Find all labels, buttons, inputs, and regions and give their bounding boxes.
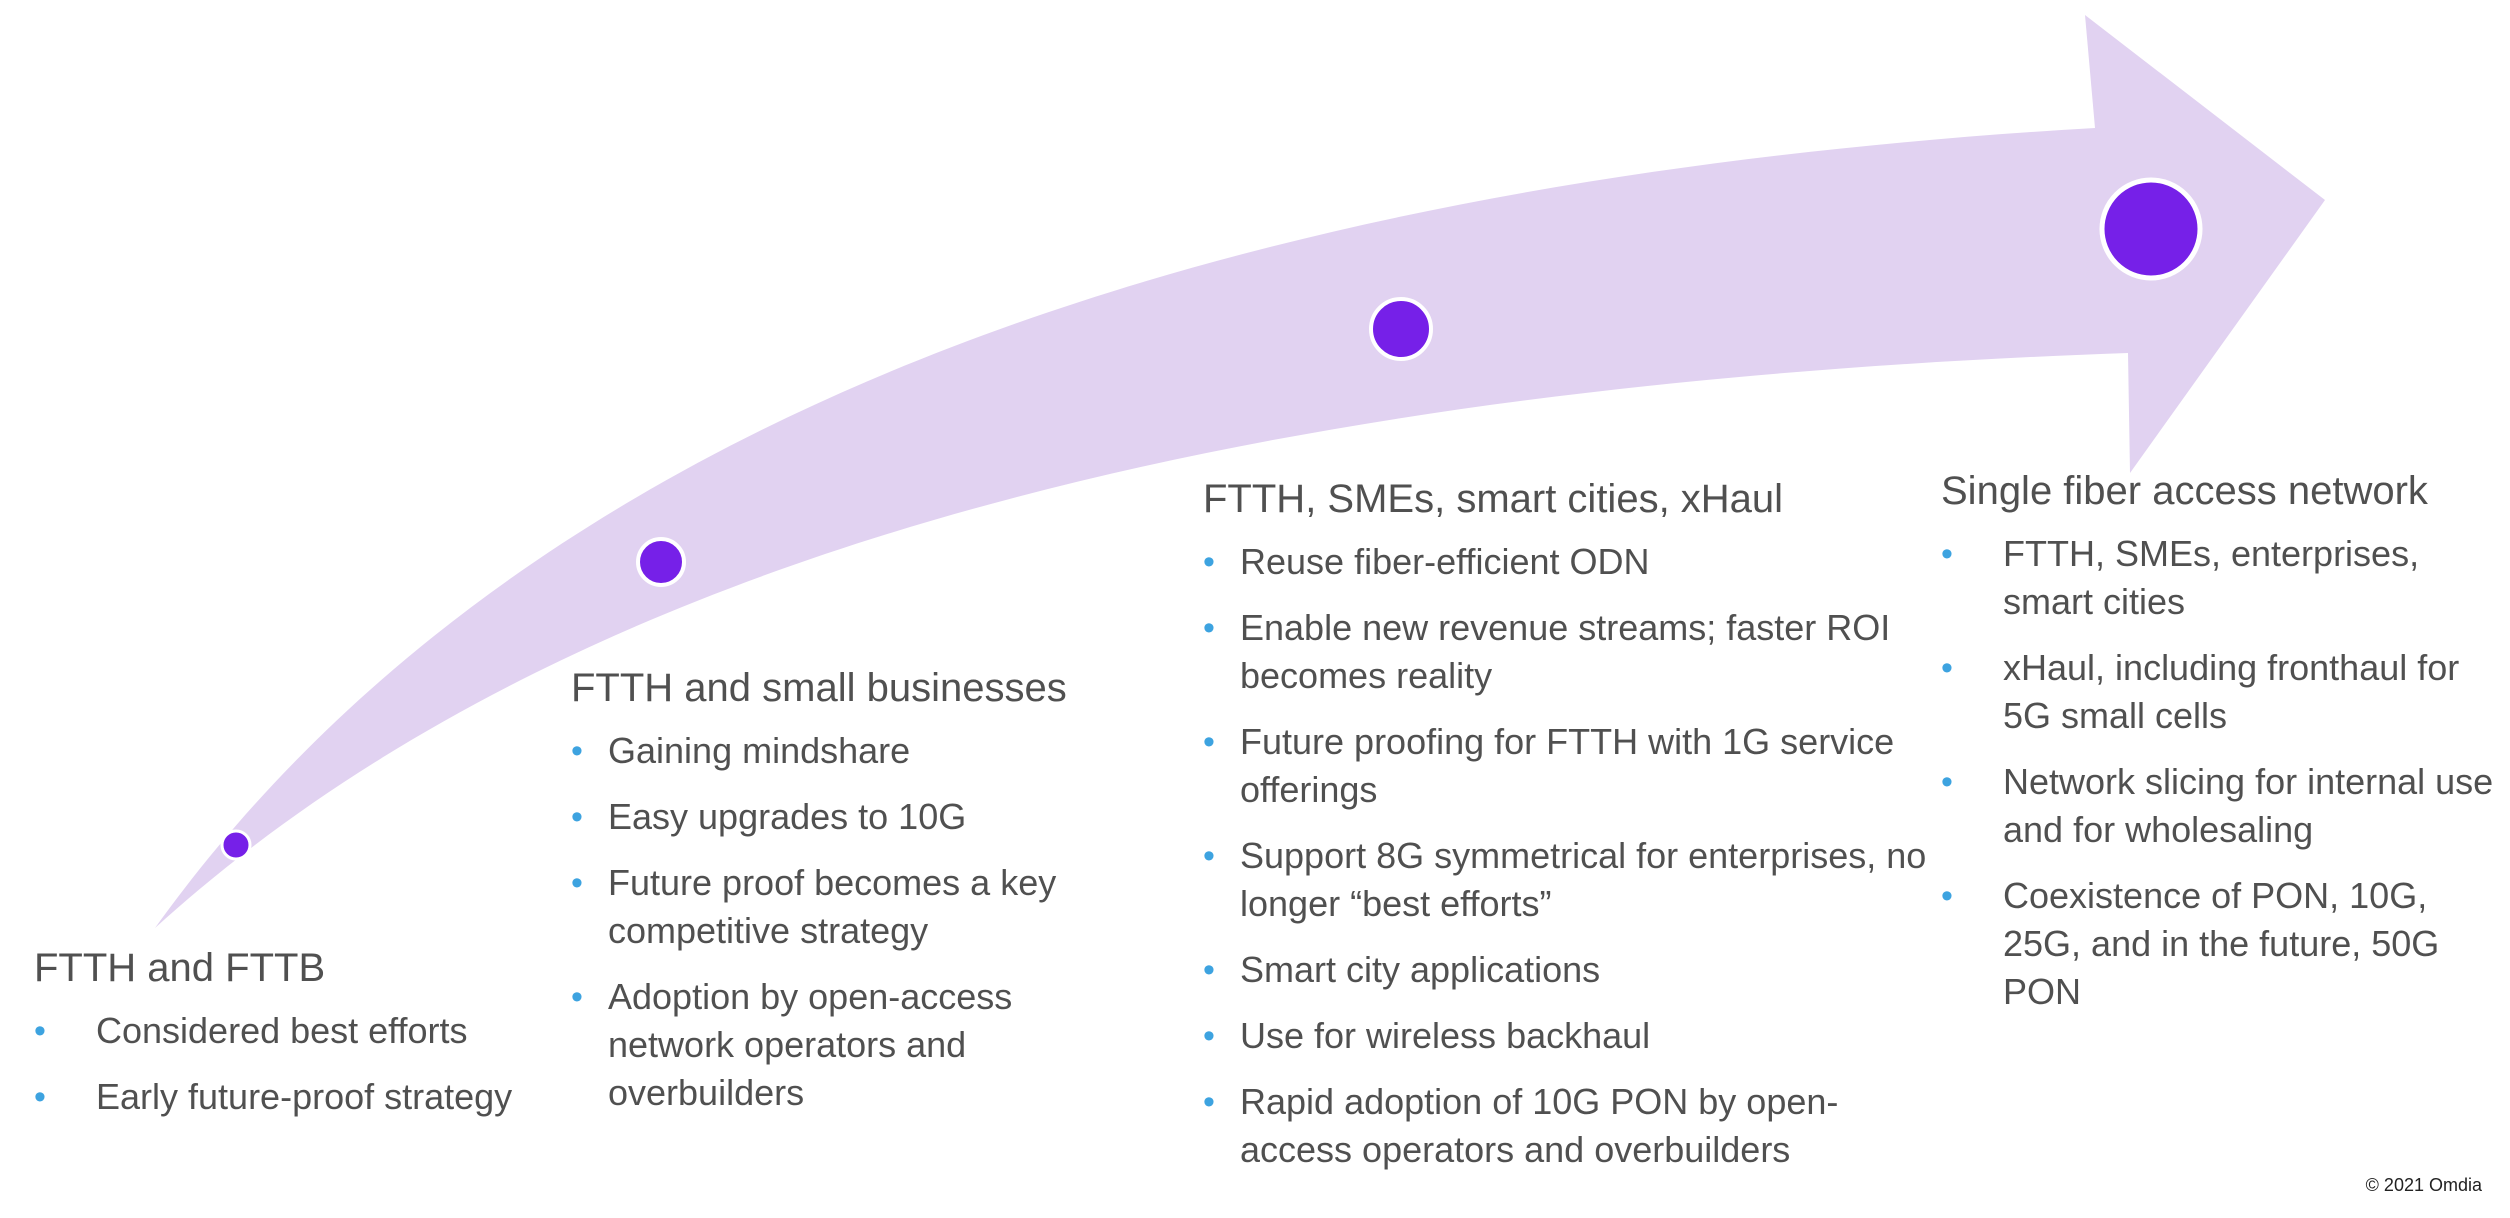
bullet-item: • Use for wireless backhaul <box>1203 1012 1933 1060</box>
bullet-icon: • <box>1203 1083 1215 1121</box>
bullet-text: Considered best efforts <box>96 1010 468 1051</box>
bullet-item: • Adoption by open-access network operato… <box>571 973 1131 1117</box>
bullet-icon: • <box>1203 723 1215 761</box>
stage-title: FTTH and small businesses <box>571 666 1067 710</box>
bullet-item: • Network slicing for internal use and fo… <box>1941 758 2501 854</box>
bullet-icon: • <box>1941 763 1953 801</box>
bullet-text: Coexistence of PON, 10G, 25G, and in the… <box>2003 875 2440 1012</box>
bullet-icon: • <box>34 1078 46 1116</box>
bullet-icon: • <box>571 732 583 770</box>
stage-title: Single fiber access network <box>1941 469 2428 513</box>
bullet-text: FTTH, SMEs, enterprises, smart cities <box>2003 533 2420 622</box>
bullet-item: • Coexistence of PON, 10G, 25G, and in th… <box>1941 872 2501 1016</box>
bullet-item: • Smart city applications <box>1203 946 1933 994</box>
bullet-text: Gaining mindshare <box>608 730 911 771</box>
bullet-item: • Considered best efforts <box>34 1007 594 1055</box>
bullet-item: • Future proofing for FTTH with 1G servic… <box>1203 718 1933 814</box>
bullet-icon: • <box>1941 877 1953 915</box>
bullet-text: Enable new revenue streams; faster ROI b… <box>1240 607 1891 696</box>
bullet-text: Rapid adoption of 10G PON by open-access… <box>1240 1081 1839 1170</box>
stage-bullet-list: • Reuse fiber-efficient ODN • Enable new r… <box>1203 538 1933 1174</box>
milestone-dot-2 <box>636 537 686 587</box>
stage-title: FTTH, SMEs, smart cities, xHaul <box>1203 477 1784 521</box>
bullet-item: • Rapid adoption of 10G PON by open-acces… <box>1203 1078 1933 1174</box>
milestone-dot-1 <box>220 829 252 861</box>
bullet-item: • Gaining mindshare <box>571 727 1131 775</box>
bullet-icon: • <box>1203 837 1215 875</box>
bullet-text: Support 8G symmetrical for enterprises, … <box>1240 835 1927 924</box>
milestone-dot-4 <box>2099 177 2203 281</box>
stage-ftth-smes-smart-cities-xhaul: FTTH, SMEs, smart cities, xHaul • Reuse f… <box>1203 474 1933 1192</box>
stage-title: FTTH and FTTB <box>34 946 326 990</box>
bullet-item: • Enable new revenue streams; faster ROI … <box>1203 604 1933 700</box>
bullet-icon: • <box>1203 951 1215 989</box>
bullet-icon: • <box>571 978 583 1016</box>
bullet-icon: • <box>571 864 583 902</box>
bullet-text: Reuse fiber-efficient ODN <box>1240 541 1650 582</box>
bullet-icon: • <box>1203 1017 1215 1055</box>
bullet-text: Easy upgrades to 10G <box>608 796 967 837</box>
bullet-text: Network slicing for internal use and for… <box>2003 761 2494 850</box>
bullet-text: Smart city applications <box>1240 949 1601 990</box>
bullet-text: Adoption by open-access network operator… <box>608 976 1013 1113</box>
stage-bullet-list: • Gaining mindshare • Easy upgrades to 10G… <box>571 727 1131 1117</box>
bullet-icon: • <box>571 798 583 836</box>
stage-ftth-fttb: FTTH and FTTB • Considered best efforts •… <box>34 943 594 1139</box>
bullet-item: • xHaul, including fronthaul for 5G small… <box>1941 644 2501 740</box>
growth-arrow <box>155 15 2325 928</box>
bullet-item: • Future proof becomes a key competitive … <box>571 859 1131 955</box>
bullet-text: Future proof becomes a key competitive s… <box>608 862 1057 951</box>
bullet-text: Early future-proof strategy <box>96 1076 513 1117</box>
stage-bullet-list: • FTTH, SMEs, enterprises, smart cities •… <box>1941 530 2501 1016</box>
bullet-text: Use for wireless backhaul <box>1240 1015 1651 1056</box>
bullet-icon: • <box>1203 543 1215 581</box>
bullet-item: • Support 8G symmetrical for enterprises,… <box>1203 832 1933 928</box>
bullet-text: Future proofing for FTTH with 1G service… <box>1240 721 1895 810</box>
milestone-dot-3 <box>1369 297 1433 361</box>
copyright-notice: © 2021 Omdia <box>2365 1175 2482 1195</box>
bullet-icon: • <box>1941 535 1953 573</box>
bullet-icon: • <box>1941 649 1953 687</box>
stage-bullet-list: • Considered best efforts • Early future-p… <box>34 1007 594 1121</box>
bullet-icon: • <box>1203 609 1215 647</box>
bullet-item: • Reuse fiber-efficient ODN <box>1203 538 1933 586</box>
bullet-text: xHaul, including fronthaul for 5G small … <box>2003 647 2460 736</box>
bullet-item: • FTTH, SMEs, enterprises, smart cities <box>1941 530 2501 626</box>
bullet-item: • Early future-proof strategy <box>34 1073 594 1121</box>
stage-ftth-small-businesses: FTTH and small businesses • Gaining minds… <box>571 663 1131 1135</box>
stage-single-fiber-access-network: Single fiber access network • FTTH, SMEs,… <box>1941 466 2501 1034</box>
bullet-item: • Easy upgrades to 10G <box>571 793 1131 841</box>
bullet-icon: • <box>34 1012 46 1050</box>
